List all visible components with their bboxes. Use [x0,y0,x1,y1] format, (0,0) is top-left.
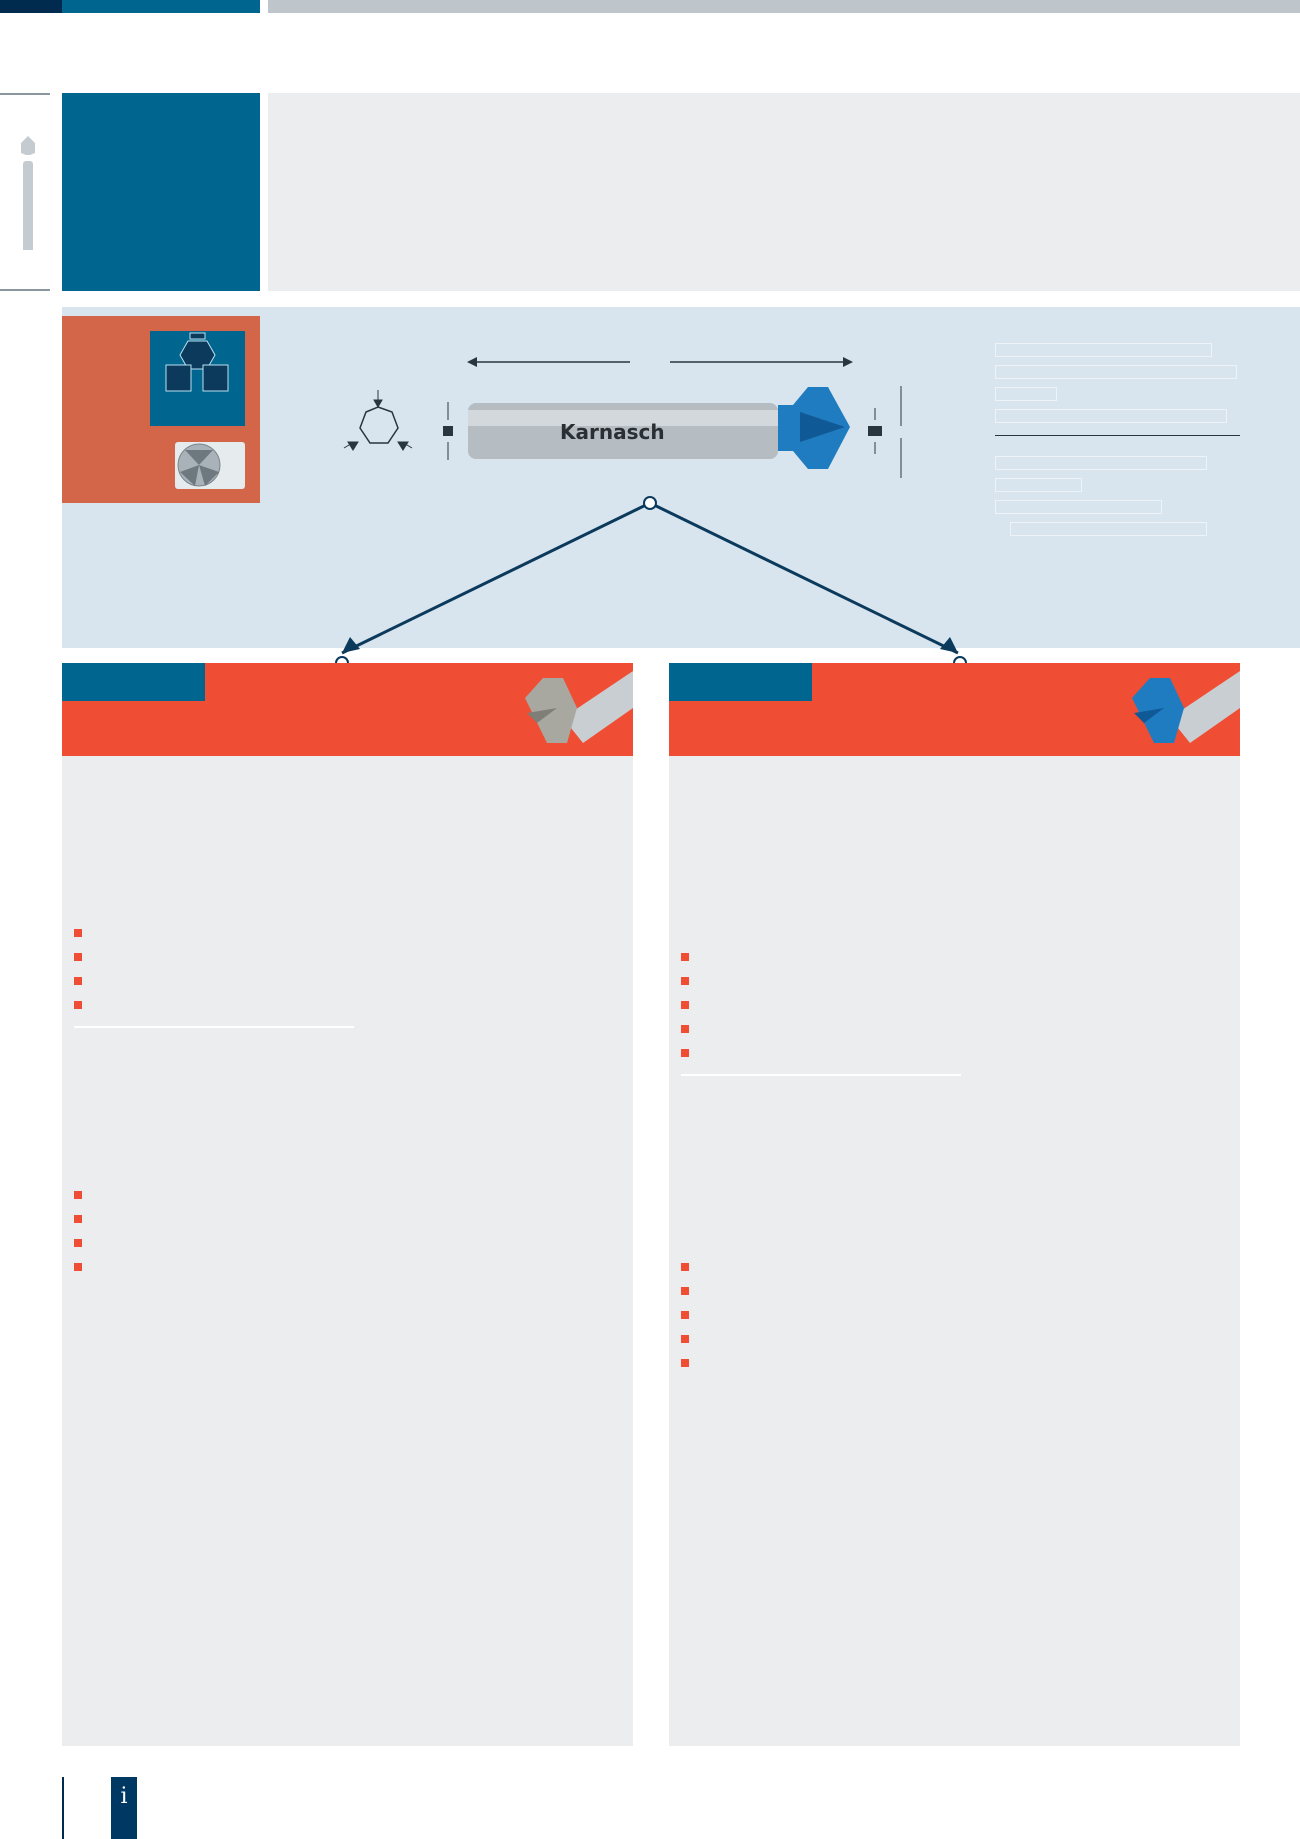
spec-line [1010,522,1207,536]
top-bar-navy [0,0,62,13]
bullet-marker [681,1049,689,1057]
product-card-blue-coated [669,663,1240,1746]
spec-line [995,409,1227,423]
top-bar-blue [62,0,260,13]
card-header [62,663,633,756]
footer-divider [62,1777,64,1839]
bullet-marker [74,953,82,961]
brand-engraving: Karnasch [560,420,665,444]
spec-line [995,365,1237,379]
countersink-tool-drawing: Karnasch [443,357,902,478]
top-bar-grey [268,0,1300,13]
side-divider-top [0,93,50,95]
spec-line [995,478,1082,492]
header-category-block [62,93,260,291]
variant-arrows [335,496,967,670]
bullet-marker [681,977,689,985]
card-tab [62,663,205,701]
spec-line [995,343,1212,357]
info-icon: i [111,1777,137,1839]
countersink-tool-icon [21,136,35,250]
spec-line [995,387,1057,401]
bullet-marker [681,1001,689,1009]
header-title-area [268,93,1300,291]
uncoated-countersink-image [525,671,633,743]
spec-list [995,343,1240,536]
bullet-marker [681,1287,689,1295]
bullet-marker [681,1025,689,1033]
bullet-marker [74,929,82,937]
bullet-marker [681,1335,689,1343]
bullet-marker [681,1359,689,1367]
section-divider [681,1074,961,1076]
spec-panel [62,307,1300,648]
blue-countersink-image [1132,671,1240,743]
bullet-marker [681,1263,689,1271]
spec-divider [995,435,1240,436]
section-divider [74,1026,354,1028]
bullet-marker [74,1239,82,1247]
flute-geometry-icon [175,442,245,489]
product-card-uncoated [62,663,633,1746]
bullet-marker [74,1191,82,1199]
bullet-marker [74,1001,82,1009]
spec-line [995,456,1207,470]
spec-line [995,500,1162,514]
bullet-marker [74,1263,82,1271]
workpiece-icon [150,331,245,426]
bullet-marker [74,1215,82,1223]
bullet-marker [681,953,689,961]
bullet-marker [74,977,82,985]
side-divider-bottom [0,289,50,291]
card-header [669,663,1240,756]
bullet-marker [681,1311,689,1319]
three-point-contact-icon [343,390,413,451]
card-tab [669,663,812,701]
